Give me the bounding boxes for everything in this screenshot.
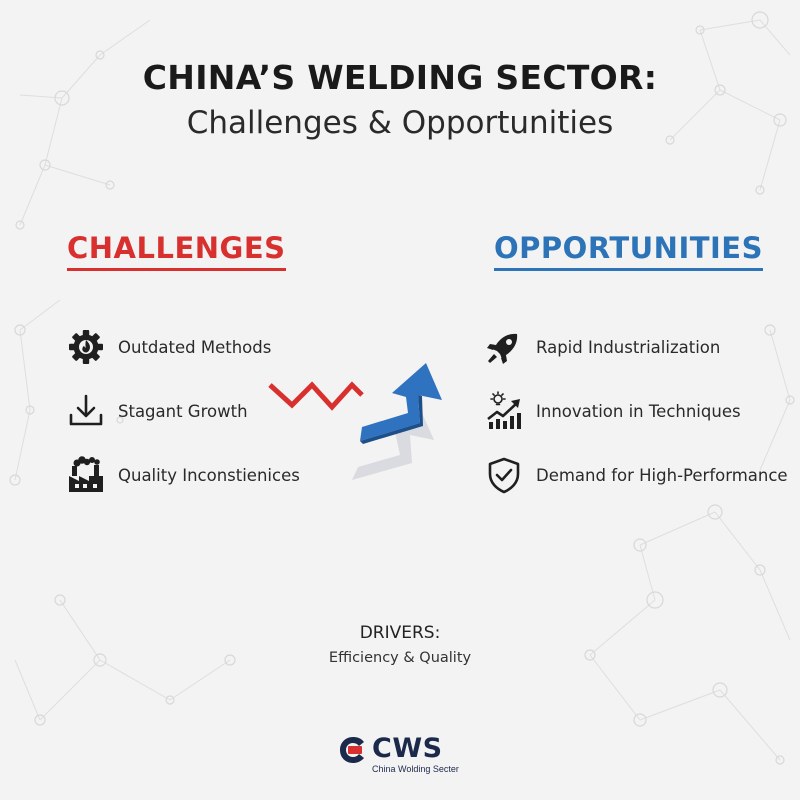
factory-smoke-icon xyxy=(66,455,106,495)
growth-chart-lightbulb-icon xyxy=(484,391,524,431)
upward-arrow-shadow xyxy=(352,413,434,480)
opportunities-heading: OPPORTUNITIES xyxy=(494,230,764,271)
cws-logo: CWS China Wolding Secter xyxy=(338,733,462,777)
download-tray-icon xyxy=(66,391,106,431)
challenge-item: Quality Inconstienices xyxy=(66,455,300,495)
challenge-item-label: Quality Inconstienices xyxy=(118,465,300,485)
upward-arrow-icon xyxy=(360,363,442,441)
opportunity-item-label: Rapid Industrialization xyxy=(536,337,721,357)
challenge-item: Outdated Methods xyxy=(66,327,271,367)
opportunity-item: Innovation in Techniques xyxy=(484,391,741,431)
logo-tagline: China Wolding Secter xyxy=(372,764,459,774)
drivers-subtitle: Efficiency & Quality xyxy=(328,650,472,666)
challenges-heading: CHALLENGES xyxy=(67,230,286,271)
challenge-item: Stagant Growth xyxy=(66,391,248,431)
drivers-block: DRIVERS: Efficiency & Quality xyxy=(0,622,800,668)
gear-flame-icon xyxy=(66,327,106,367)
rocket-icon xyxy=(484,327,524,367)
logo-text: CWS xyxy=(372,733,443,764)
zigzag-decline-icon xyxy=(268,381,364,411)
page-subtitle: Challenges & Opportunities xyxy=(186,105,614,141)
logo-mark-icon xyxy=(340,737,364,763)
opportunity-item: Demand for High-Performance xyxy=(484,455,788,495)
page-title: CHINA’S WELDING SECTOR: xyxy=(142,58,658,97)
shield-check-icon xyxy=(484,455,524,495)
challenge-item-label: Outdated Methods xyxy=(118,337,272,357)
opportunity-item: Rapid Industrialization xyxy=(484,327,720,367)
opportunity-item-label: Innovation in Techniques xyxy=(536,401,741,421)
challenge-item-label: Stagant Growth xyxy=(118,401,248,421)
opportunity-item-label: Demand for High-Performance xyxy=(536,465,788,485)
transition-arrows xyxy=(268,363,442,480)
title-block: CHINA’S WELDING SECTOR: Challenges & Opp… xyxy=(0,58,800,144)
drivers-title: DRIVERS: xyxy=(359,623,441,643)
